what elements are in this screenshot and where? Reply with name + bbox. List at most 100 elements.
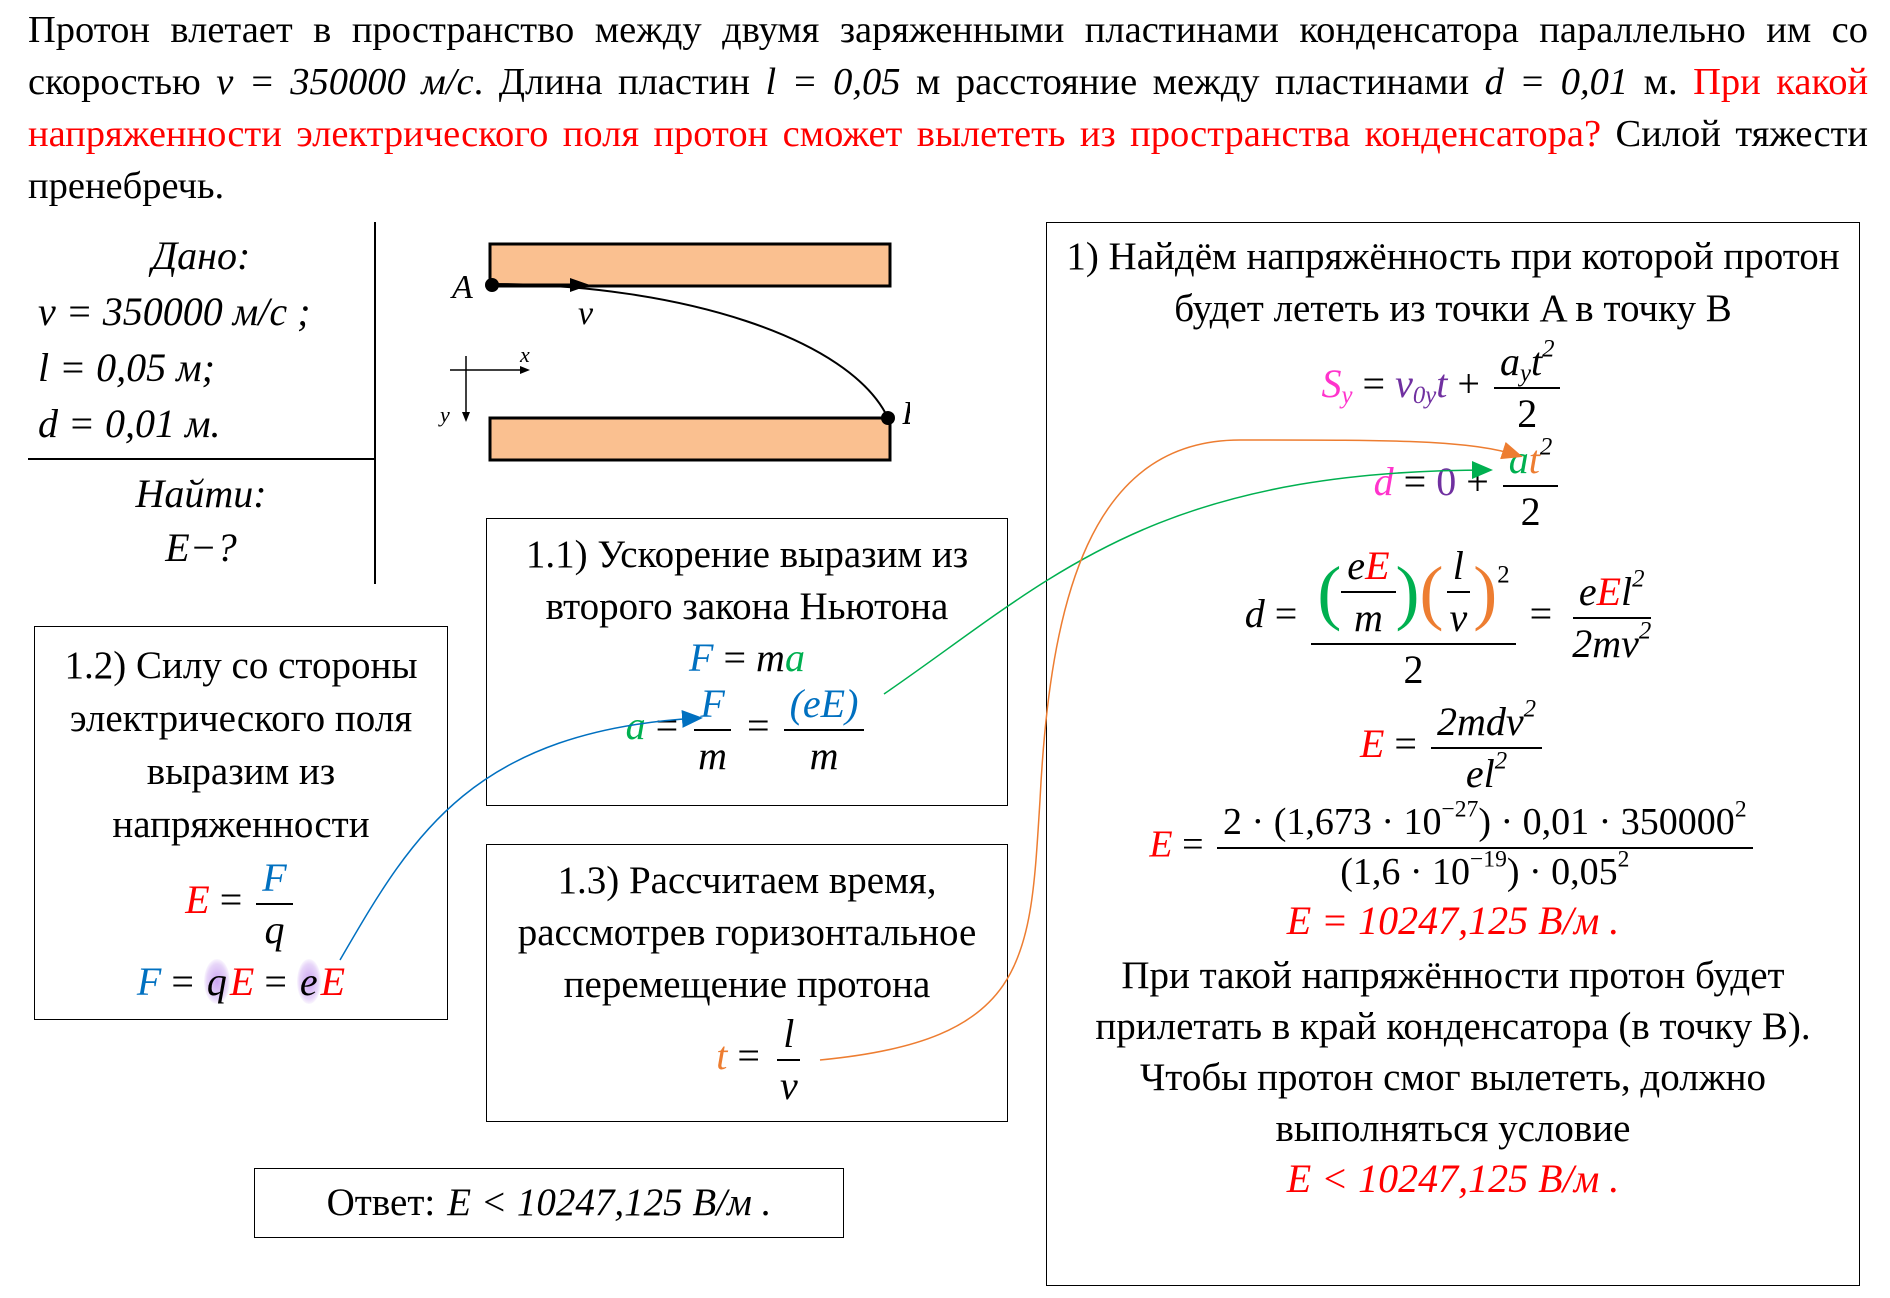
f13-num: l [777, 1011, 801, 1061]
find-value: E−? [165, 525, 237, 570]
f2-a: F [136, 959, 162, 1004]
d-result-num: eEl2 [1572, 567, 1651, 619]
d-lhs: d [1244, 591, 1265, 637]
d-term: d [1373, 459, 1394, 505]
f1-lhs: E [185, 877, 210, 923]
e-numeric: E = 2 · (1,673 · 10−27) · 0,01 · 3500002… [1047, 798, 1859, 894]
step-1-2-formula-2: F = qE = eE [136, 959, 346, 1004]
step-1-2-formula-1: E = F q [35, 855, 447, 953]
problem-m-dot: м. [1643, 61, 1678, 103]
axis-x-arrowhead [520, 366, 530, 374]
problem-question: При какой напряженности электрического п… [28, 61, 1869, 155]
at2-den: 2 [1520, 489, 1541, 534]
f1-fraction: F q [256, 855, 293, 953]
f12-frac2: (eE) m [783, 681, 865, 779]
e-numeric-fraction: 2 · (1,673 · 10−27) · 0,01 · 3500002 (1,… [1217, 798, 1753, 894]
problem-tail: Силой тяжести пренебречь. [28, 113, 1868, 207]
e-formula-num: 2mdv2 [1430, 697, 1543, 749]
d-result-den: 2mv2 [1572, 617, 1652, 666]
step-1-conclusion: При такой напряжённости протон будет при… [1095, 954, 1811, 1151]
f1-num: F [256, 855, 293, 905]
f1-den: q [264, 907, 285, 952]
find-title: Найти: [135, 471, 267, 516]
d-result-fraction: eEl2 2mv2 [1566, 567, 1657, 667]
f12-a: a [625, 703, 646, 749]
problem-statement: Протон влетает в пространство между двум… [28, 4, 1868, 212]
ay-den: 2 [1517, 391, 1538, 436]
top-plate [488, 242, 892, 288]
f13-t: t [716, 1033, 728, 1079]
f12-frac1: F m [692, 681, 733, 779]
answer-box: Ответ: E < 10247,125 В/м . [254, 1168, 844, 1238]
step-1-2-text: 1.2) Силу со стороны электрического поля… [64, 644, 418, 846]
blue-connector [339, 709, 703, 961]
step-1-1-formula-1: F = ma [689, 635, 805, 680]
point-a-label: A [450, 269, 473, 306]
vector-v-label: v⃗ [578, 295, 620, 332]
d-substitution: d = 0 + at2 2 [1047, 435, 1859, 535]
given-d: d = 0,01 м. [38, 401, 221, 446]
step-1-1-formula-2: a = F m = (eE) m [487, 681, 1007, 779]
problem-intro: Протон влетает в пространство между двум… [28, 9, 1868, 103]
e-condition: E < 10247,125 В/м . [1286, 1156, 1620, 1202]
point-a-dot [485, 278, 499, 292]
given-vertical-divider [374, 222, 376, 584]
f13-frac: l v [774, 1011, 804, 1109]
step-1-1-text: 1.1) Ускорение выразим из второго закона… [525, 533, 969, 628]
e-formula-fraction: 2mdv2 el2 [1430, 697, 1543, 797]
answer-value: E < 10247,125 В/м . [447, 1180, 772, 1224]
step-1-2-box: 1.2) Силу со стороны электрического поля… [34, 626, 448, 1020]
f12-num1: F [694, 681, 731, 731]
step-1-3-formula: t = l v [487, 1011, 1007, 1109]
f11-lhs: F [689, 635, 714, 680]
step-1-3-box: 1.3) Рассчитаем время, рассмотрев горизо… [486, 844, 1008, 1122]
problem-d: d = 0,01 [1484, 61, 1629, 103]
e-formula-lhs: E [1359, 721, 1385, 767]
capacitor-diagram: A B v⃗ x y [438, 242, 910, 462]
e-formula: E = 2mdv2 el2 [1047, 697, 1859, 797]
given-v: v = 350000 м/с ; [38, 289, 311, 334]
step-1-1-box: 1.1) Ускорение выразим из второго закона… [486, 518, 1008, 806]
f2-q: q [203, 959, 230, 1004]
bottom-plate [488, 416, 892, 462]
sy-term: Sy [1321, 361, 1353, 410]
e-result: E = 10247,125 В/м . [1286, 898, 1620, 944]
f11-m: m [756, 635, 785, 680]
v0y-term: v0yt [1395, 361, 1448, 410]
problem-v: v = 350000 м/с [216, 61, 474, 103]
f2-e: e [296, 959, 321, 1004]
e-numeric-den: (1,6 · 10−19) · 0,052 [1340, 846, 1630, 893]
e-numeric-num: 2 · (1,673 · 10−27) · 0,01 · 3500002 [1217, 798, 1753, 849]
d-big-den: 2 [1403, 647, 1424, 692]
f13-den: v [779, 1063, 798, 1108]
at2-fraction: at2 2 [1502, 435, 1559, 535]
orange-connector [819, 439, 1523, 1061]
f2-e1: E [229, 959, 255, 1004]
f2-e2: E [320, 959, 346, 1004]
given-title: Дано: [151, 233, 251, 278]
f12-den2: m [809, 733, 839, 778]
axis-y-label: y [438, 402, 450, 427]
kinematics-equation: Sy = v0yt + ayt2 2 [1047, 337, 1859, 437]
ay-fraction: ayt2 2 [1493, 337, 1561, 437]
e-numeric-lhs: E [1149, 823, 1173, 866]
problem-meters-text: м расстояние между пластинами [915, 61, 1470, 103]
given-l: l = 0,05 м; [38, 345, 215, 390]
problem-length-text: . Длина пластин [473, 61, 750, 103]
f11-a: a [784, 635, 805, 680]
velocity-arrowhead [570, 278, 590, 292]
e-formula-den: el2 [1465, 747, 1508, 796]
step-1-box: 1) Найдём напряжённость при которой прот… [1046, 222, 1860, 1286]
step-1-3-text: 1.3) Рассчитаем время, рассмотрев горизо… [517, 859, 977, 1006]
f12-den1: m [698, 733, 728, 778]
problem-l: l = 0,05 [765, 61, 901, 103]
axis-x-label: x [519, 342, 530, 367]
ay-num: ayt2 [1493, 337, 1561, 389]
proton-trajectory [489, 283, 889, 419]
axis-y-arrowhead [462, 412, 470, 422]
answer-label: Ответ: [326, 1180, 436, 1224]
